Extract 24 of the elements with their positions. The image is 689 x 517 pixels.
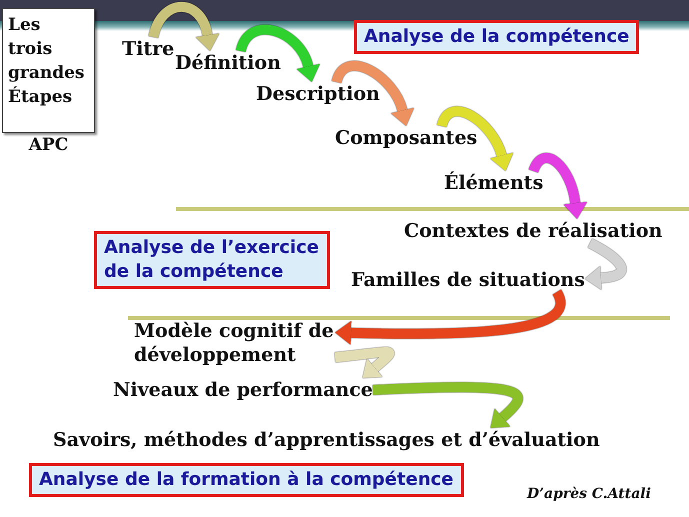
section-title: Analyse de l’exercice de la compétence: [104, 236, 320, 284]
curved-arrow: [528, 153, 588, 219]
curved-arrow: [437, 106, 514, 171]
subheading-text: APC: [28, 135, 68, 155]
step-label: Contextes de réalisation: [404, 219, 662, 243]
curved-arrow: [332, 60, 414, 126]
step-label: Familles de situations: [351, 268, 585, 292]
step-label: Modèle cognitif de développement: [134, 319, 335, 367]
step-label: Définition: [175, 51, 281, 75]
step-label: Niveaux de performance: [113, 378, 373, 402]
step-label: Description: [256, 82, 380, 106]
section-box: [94, 231, 330, 289]
step-label: Éléments: [444, 171, 544, 195]
section-box: [29, 463, 464, 497]
curved-arrow: [372, 382, 523, 428]
step-label: Composantes: [335, 126, 478, 150]
section-title: Analyse de la compétence: [364, 25, 630, 49]
step-label: Savoirs, méthodes d’apprentissages et d’évaluation: [53, 428, 600, 452]
step-label: Titre: [122, 37, 174, 61]
source-credit: D’après C.Attali: [527, 485, 651, 503]
section-box: [354, 20, 640, 54]
heading-text: Les trois grandes Étapes: [8, 14, 86, 109]
curved-arrow: [335, 290, 566, 345]
section-title: Analyse de la formation à la compétence: [39, 468, 454, 492]
